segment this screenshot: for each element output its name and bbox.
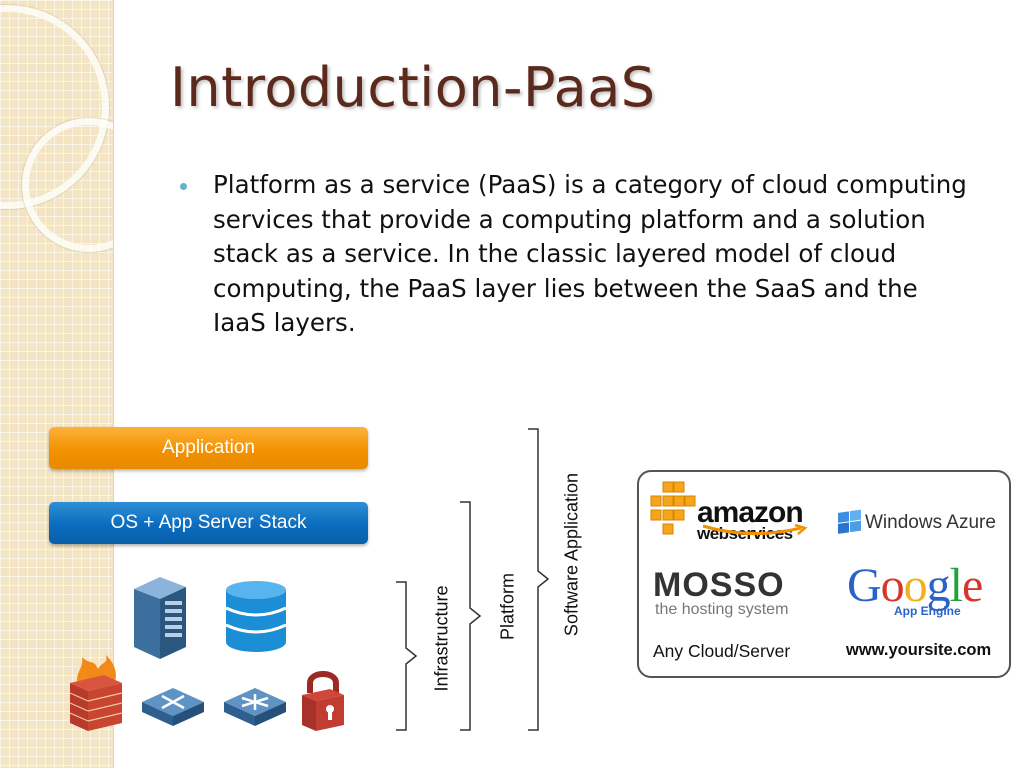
amazon-smile-icon bbox=[702, 524, 808, 536]
decorative-side-band bbox=[0, 0, 114, 768]
google-letter: o bbox=[903, 559, 928, 612]
bullet-dot-icon bbox=[180, 183, 187, 190]
google-app-engine-subtext: App Engine bbox=[894, 604, 961, 618]
bullet-text: Platform as a service (PaaS) is a catego… bbox=[213, 170, 967, 337]
google-letter: e bbox=[962, 559, 983, 612]
decorative-ring bbox=[22, 118, 113, 252]
software-application-brace bbox=[528, 428, 550, 731]
any-cloud-caption: Any Cloud/Server bbox=[653, 641, 791, 661]
platform-label: Platform bbox=[497, 572, 518, 641]
mosso-logo-text: MOSSO bbox=[653, 566, 785, 604]
server-icon bbox=[134, 577, 186, 659]
padlock-icon bbox=[302, 671, 344, 731]
amazon-boxes-icon bbox=[650, 481, 696, 535]
infrastructure-brace bbox=[396, 581, 418, 731]
windows-flag-icon bbox=[838, 509, 861, 534]
database-icon bbox=[225, 581, 287, 652]
mosso-logo-subtext: the hosting system bbox=[655, 601, 789, 618]
windows-azure-logo-text: Windows Azure bbox=[865, 512, 996, 533]
router-icon bbox=[142, 688, 204, 726]
yoursite-caption: www.yoursite.com bbox=[846, 641, 992, 659]
google-letter: g bbox=[926, 559, 951, 612]
slide-title: Introduction-PaaS bbox=[170, 56, 656, 119]
platform-brace bbox=[460, 501, 482, 731]
firewall-icon bbox=[69, 655, 123, 731]
switch-icon bbox=[224, 688, 286, 726]
software-application-label: Software Application bbox=[561, 472, 582, 637]
amazon-logo-text: amazon bbox=[697, 496, 804, 529]
google-letter: l bbox=[949, 559, 963, 612]
google-letter: G bbox=[847, 559, 882, 612]
application-layer-bar: Application bbox=[49, 427, 368, 469]
google-letter: o bbox=[880, 559, 905, 612]
infrastructure-label: Infrastructure bbox=[431, 585, 452, 692]
google-logo: Google bbox=[847, 558, 983, 613]
os-app-server-stack-bar: OS + App Server Stack bbox=[49, 502, 368, 544]
provider-logos-panel: amazon webservices Windows Azure MOSSO t… bbox=[637, 470, 1011, 678]
